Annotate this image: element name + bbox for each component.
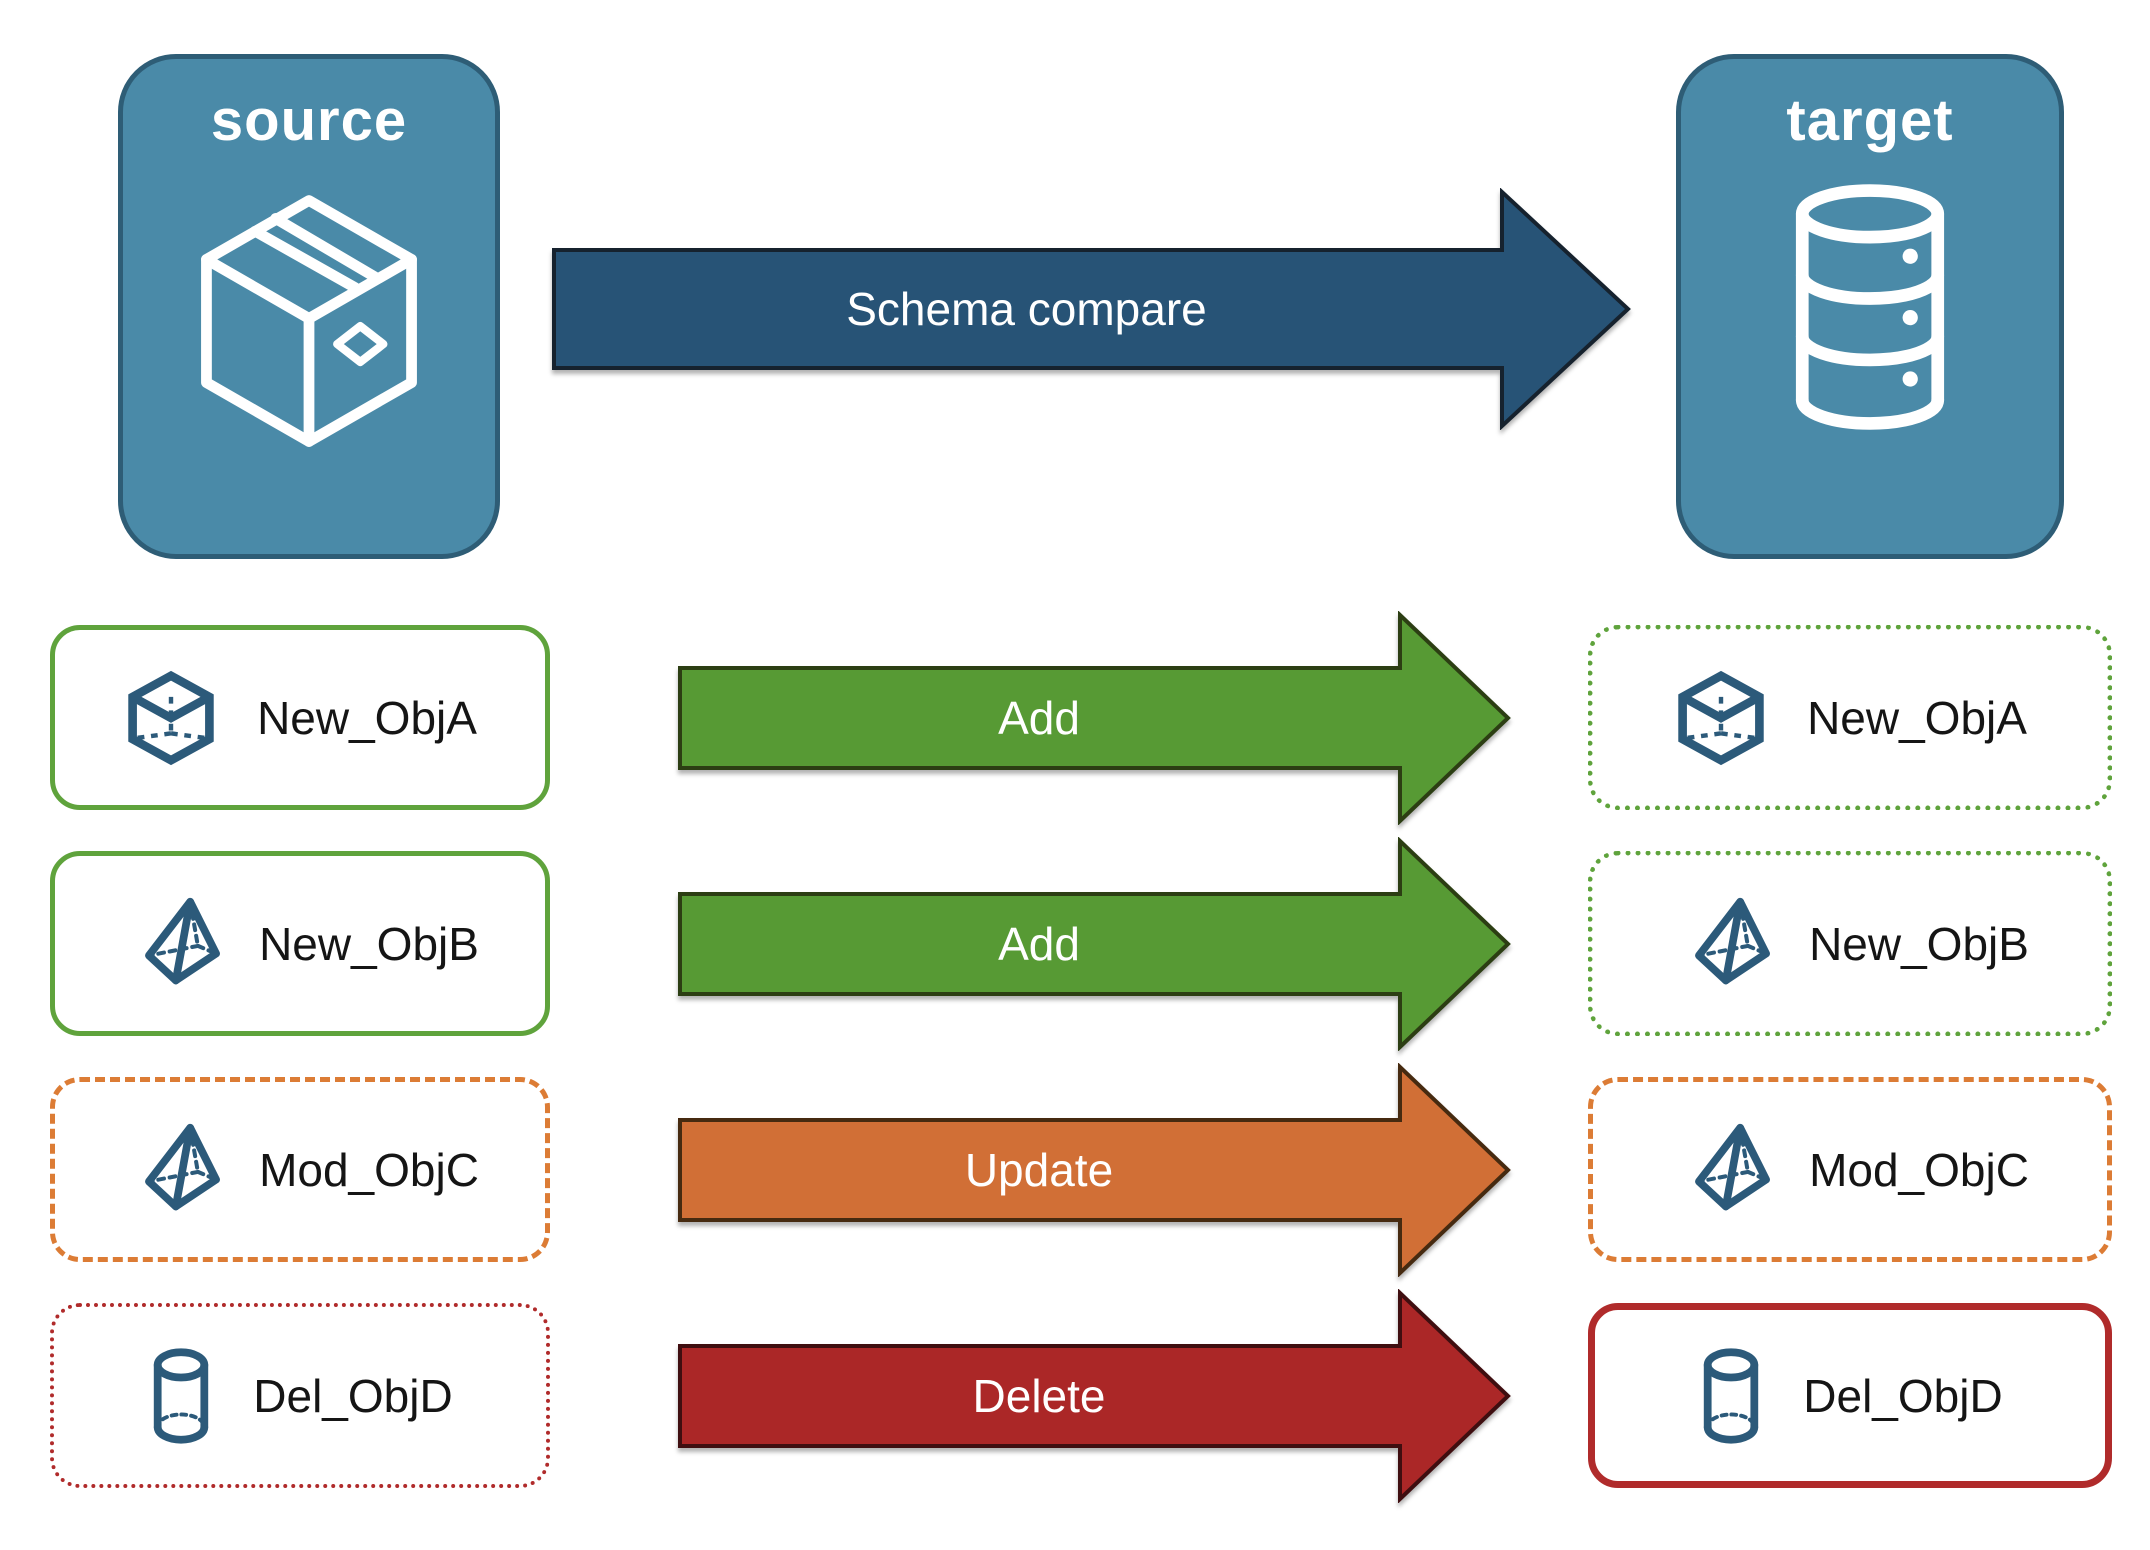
add-arrow-shape xyxy=(678,611,1511,825)
source-node-label: source xyxy=(210,88,408,153)
object-label: New_ObjB xyxy=(1809,917,2029,970)
target-card-new-obja: New_ObjA xyxy=(1588,625,2112,810)
schema-compare-arrow: Schema compare xyxy=(552,188,1632,430)
source-card-mod-objc: Mod_ObjC xyxy=(50,1077,550,1262)
object-label: Mod_ObjC xyxy=(259,1143,479,1196)
source-node: source xyxy=(118,54,500,559)
object-label: New_ObjB xyxy=(259,917,479,970)
object-label: New_ObjA xyxy=(257,691,477,744)
cube-icon xyxy=(128,670,214,765)
update-arrow-shape xyxy=(678,1063,1511,1277)
pyramid-icon xyxy=(1695,1123,1771,1210)
schema-compare-arrow-shape xyxy=(552,188,1631,430)
source-card-new-obja: New_ObjA xyxy=(50,625,550,810)
target-card-mod-objc: Mod_ObjC xyxy=(1588,1077,2112,1262)
object-label: New_ObjA xyxy=(1807,691,2027,744)
object-label: Del_ObjD xyxy=(1803,1369,2003,1422)
delete-arrow-shape xyxy=(678,1289,1511,1503)
cube-icon xyxy=(1678,670,1764,765)
update-arrow-row3: Update xyxy=(678,1063,1512,1277)
source-card-del-objd: Del_ObjD xyxy=(50,1303,550,1488)
object-label: Del_ObjD xyxy=(253,1369,453,1422)
pyramid-icon xyxy=(145,1123,221,1210)
cylinder-icon xyxy=(1704,1347,1759,1444)
target-node: target xyxy=(1676,54,2064,559)
cylinder-icon xyxy=(154,1347,209,1444)
add-arrow-shape xyxy=(678,837,1511,1051)
add-arrow-row2: Add xyxy=(678,837,1512,1051)
delete-arrow-row4: Delete xyxy=(678,1289,1512,1503)
target-node-label: target xyxy=(1786,88,1954,153)
add-arrow-row1: Add xyxy=(678,611,1512,825)
database-icon xyxy=(1795,184,1945,430)
target-card-del-objd: Del_ObjD xyxy=(1588,1303,2112,1488)
source-card-new-objb: New_ObjB xyxy=(50,851,550,1036)
object-label: Mod_ObjC xyxy=(1809,1143,2029,1196)
pyramid-icon xyxy=(145,897,221,984)
package-icon xyxy=(201,195,417,447)
pyramid-icon xyxy=(1695,897,1771,984)
target-card-new-objb: New_ObjB xyxy=(1588,851,2112,1036)
